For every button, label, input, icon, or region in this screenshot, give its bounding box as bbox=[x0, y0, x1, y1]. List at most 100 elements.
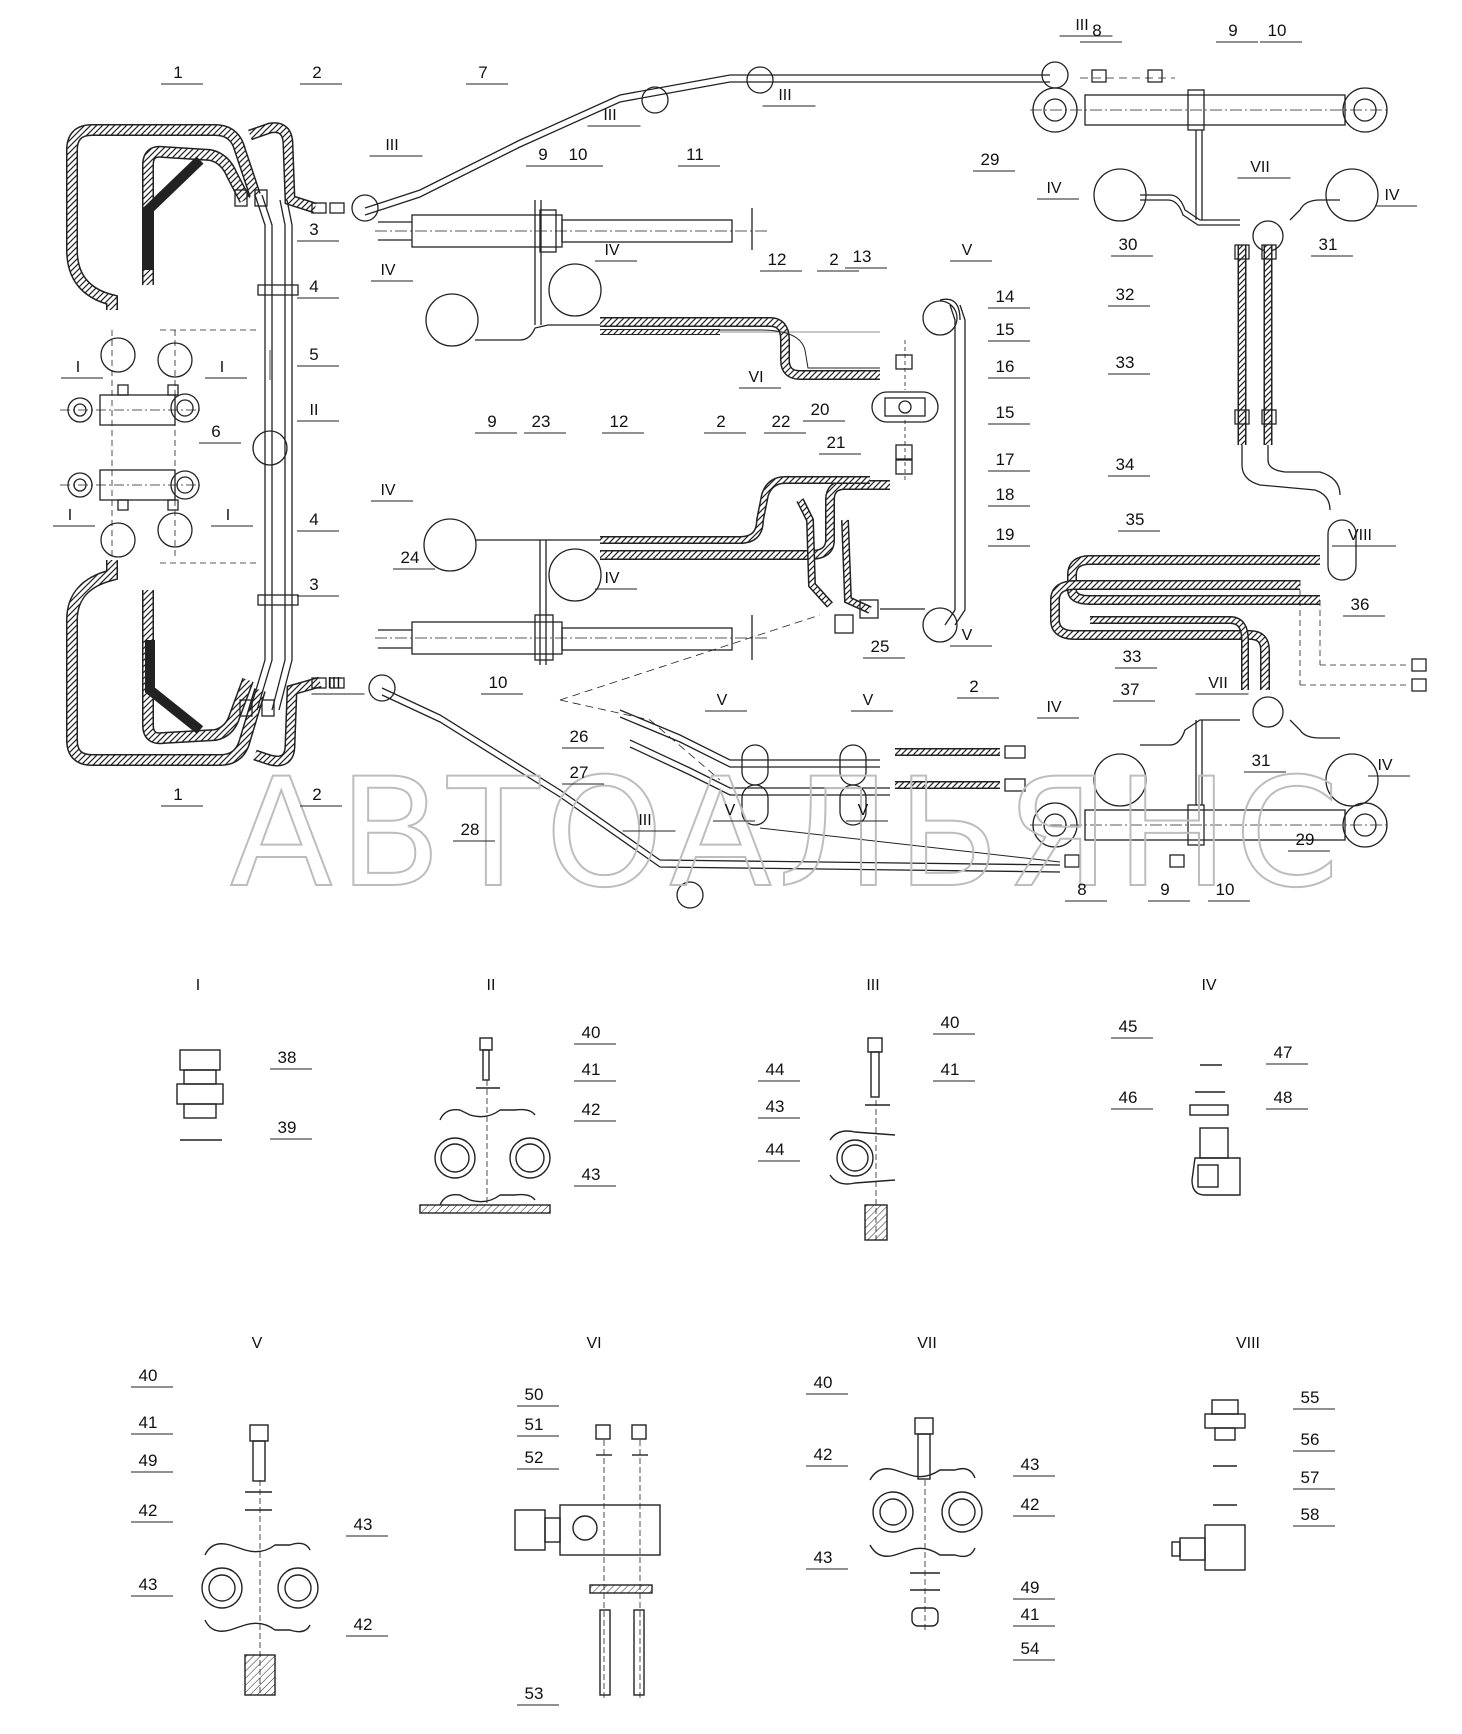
part-number-label: 40 bbox=[941, 1013, 960, 1032]
view-reference-label: I bbox=[226, 507, 230, 524]
view-reference-label: V bbox=[962, 627, 973, 644]
view-reference-label: III bbox=[327, 675, 340, 692]
part-number-label: 12 bbox=[768, 250, 787, 269]
part-number-label: 1 bbox=[173, 785, 182, 804]
hose-1-lower bbox=[66, 560, 266, 766]
part-number-label: 42 bbox=[814, 1445, 833, 1464]
part-number-label: 43 bbox=[1021, 1455, 1040, 1474]
part-number-label: 51 bbox=[525, 1415, 544, 1434]
part-number-label: 54 bbox=[1021, 1639, 1040, 1658]
part-number-label: 15 bbox=[996, 403, 1015, 422]
part-number-label: 2 bbox=[312, 63, 321, 82]
part-number-label: 9 bbox=[1228, 21, 1237, 40]
part-number-label: 48 bbox=[1274, 1088, 1293, 1107]
view-reference-label: VII bbox=[1208, 675, 1228, 692]
view-reference-label: V bbox=[252, 1335, 263, 1352]
view-reference-label: VIII bbox=[1348, 527, 1372, 544]
view-reference-label: V bbox=[717, 692, 728, 709]
part-number-label: 42 bbox=[582, 1100, 601, 1119]
part-number-label: 46 bbox=[1119, 1088, 1138, 1107]
view-reference-label: IV bbox=[604, 570, 619, 587]
part-number-label: 23 bbox=[532, 412, 551, 431]
part-number-label: 3 bbox=[309, 220, 318, 239]
part-number-label: 16 bbox=[996, 357, 1015, 376]
part-number-label: 7 bbox=[478, 63, 487, 82]
part-number-label: 9 bbox=[538, 145, 547, 164]
view-reference-label: V bbox=[863, 692, 874, 709]
part-number-label: 15 bbox=[996, 320, 1015, 339]
part-number-label: 42 bbox=[354, 1615, 373, 1634]
view-reference-label: I bbox=[68, 507, 72, 524]
view-reference-label: VII bbox=[1250, 159, 1270, 176]
part-number-label: 20 bbox=[811, 400, 830, 419]
part-number-label: 10 bbox=[569, 145, 588, 164]
cylinder-24 bbox=[375, 614, 770, 661]
part-number-label: 9 bbox=[487, 412, 496, 431]
part-number-label: 31 bbox=[1319, 235, 1338, 254]
view-reference-label: IV bbox=[1046, 180, 1061, 197]
view-reference-label: IV bbox=[380, 482, 395, 499]
part-number-label: 18 bbox=[996, 485, 1015, 504]
part-number-label: 11 bbox=[686, 145, 704, 164]
part-number-label: 28 bbox=[461, 820, 480, 839]
part-number-label: 43 bbox=[582, 1165, 601, 1184]
detail-view-VII bbox=[869, 1417, 983, 1630]
part-number-label: 35 bbox=[1126, 510, 1145, 529]
part-number-label: 41 bbox=[1021, 1605, 1040, 1624]
part-number-label: 42 bbox=[1021, 1495, 1040, 1514]
part-number-label: 56 bbox=[1301, 1430, 1320, 1449]
part-number-label: 8 bbox=[1077, 880, 1086, 899]
part-number-label: 31 bbox=[1252, 751, 1271, 770]
view-reference-label: III bbox=[778, 87, 791, 104]
part-number-label: 5 bbox=[309, 345, 318, 364]
view-reference-label: VI bbox=[748, 369, 763, 386]
part-number-label: 40 bbox=[582, 1023, 601, 1042]
view-reference-label: IV bbox=[604, 242, 619, 259]
part-number-label: 3 bbox=[309, 575, 318, 594]
part-number-label: 27 bbox=[570, 763, 589, 782]
part-number-label: 33 bbox=[1116, 353, 1135, 372]
cylinder-6-upper bbox=[60, 384, 200, 426]
view-reference-label: III bbox=[638, 812, 651, 829]
part-number-label: 52 bbox=[525, 1448, 544, 1467]
view-reference-label: IV bbox=[1201, 977, 1216, 994]
part-number-label: 9 bbox=[1160, 880, 1169, 899]
view-reference-label: IV bbox=[1377, 757, 1392, 774]
cylinder-11 bbox=[375, 208, 770, 253]
hose-1-upper bbox=[66, 124, 261, 310]
detail-view-I bbox=[176, 1049, 224, 1141]
part-number-label: 29 bbox=[981, 150, 1000, 169]
view-reference-label: III bbox=[1075, 17, 1088, 34]
part-number-label: 50 bbox=[525, 1385, 544, 1404]
part-number-label: 26 bbox=[570, 727, 589, 746]
part-number-label: 4 bbox=[309, 510, 318, 529]
view-reference-label: II bbox=[487, 977, 496, 994]
view-reference-label: VII bbox=[917, 1335, 937, 1352]
cylinder-29-upper bbox=[1030, 87, 1390, 220]
view-reference-label: III bbox=[866, 977, 879, 994]
part-number-label: 39 bbox=[278, 1118, 297, 1137]
part-number-label: 41 bbox=[582, 1060, 601, 1079]
view-reference-label: I bbox=[220, 359, 224, 376]
detail-view-VIII bbox=[1171, 1399, 1246, 1571]
view-reference-label: IV bbox=[380, 262, 395, 279]
part-number-label: 49 bbox=[139, 1451, 158, 1470]
part-number-label: 44 bbox=[766, 1140, 785, 1159]
part-number-label: 49 bbox=[1021, 1578, 1040, 1597]
part-number-label: 10 bbox=[1268, 21, 1287, 40]
detail-view-II bbox=[419, 1037, 551, 1214]
part-number-label: 19 bbox=[996, 525, 1015, 544]
part-number-label: 14 bbox=[996, 287, 1015, 306]
part-number-label: 30 bbox=[1119, 235, 1138, 254]
part-number-label: 36 bbox=[1351, 595, 1370, 614]
part-number-label: 29 bbox=[1296, 830, 1315, 849]
part-number-label: 45 bbox=[1119, 1017, 1138, 1036]
part-number-label: 2 bbox=[312, 785, 321, 804]
view-reference-label: VI bbox=[586, 1335, 601, 1352]
part-number-label: 53 bbox=[525, 1684, 544, 1703]
part-number-label: 43 bbox=[766, 1097, 785, 1116]
part-number-label: 55 bbox=[1301, 1388, 1320, 1407]
detail-view-III bbox=[829, 1037, 896, 1241]
part-number-label: 58 bbox=[1301, 1505, 1320, 1524]
